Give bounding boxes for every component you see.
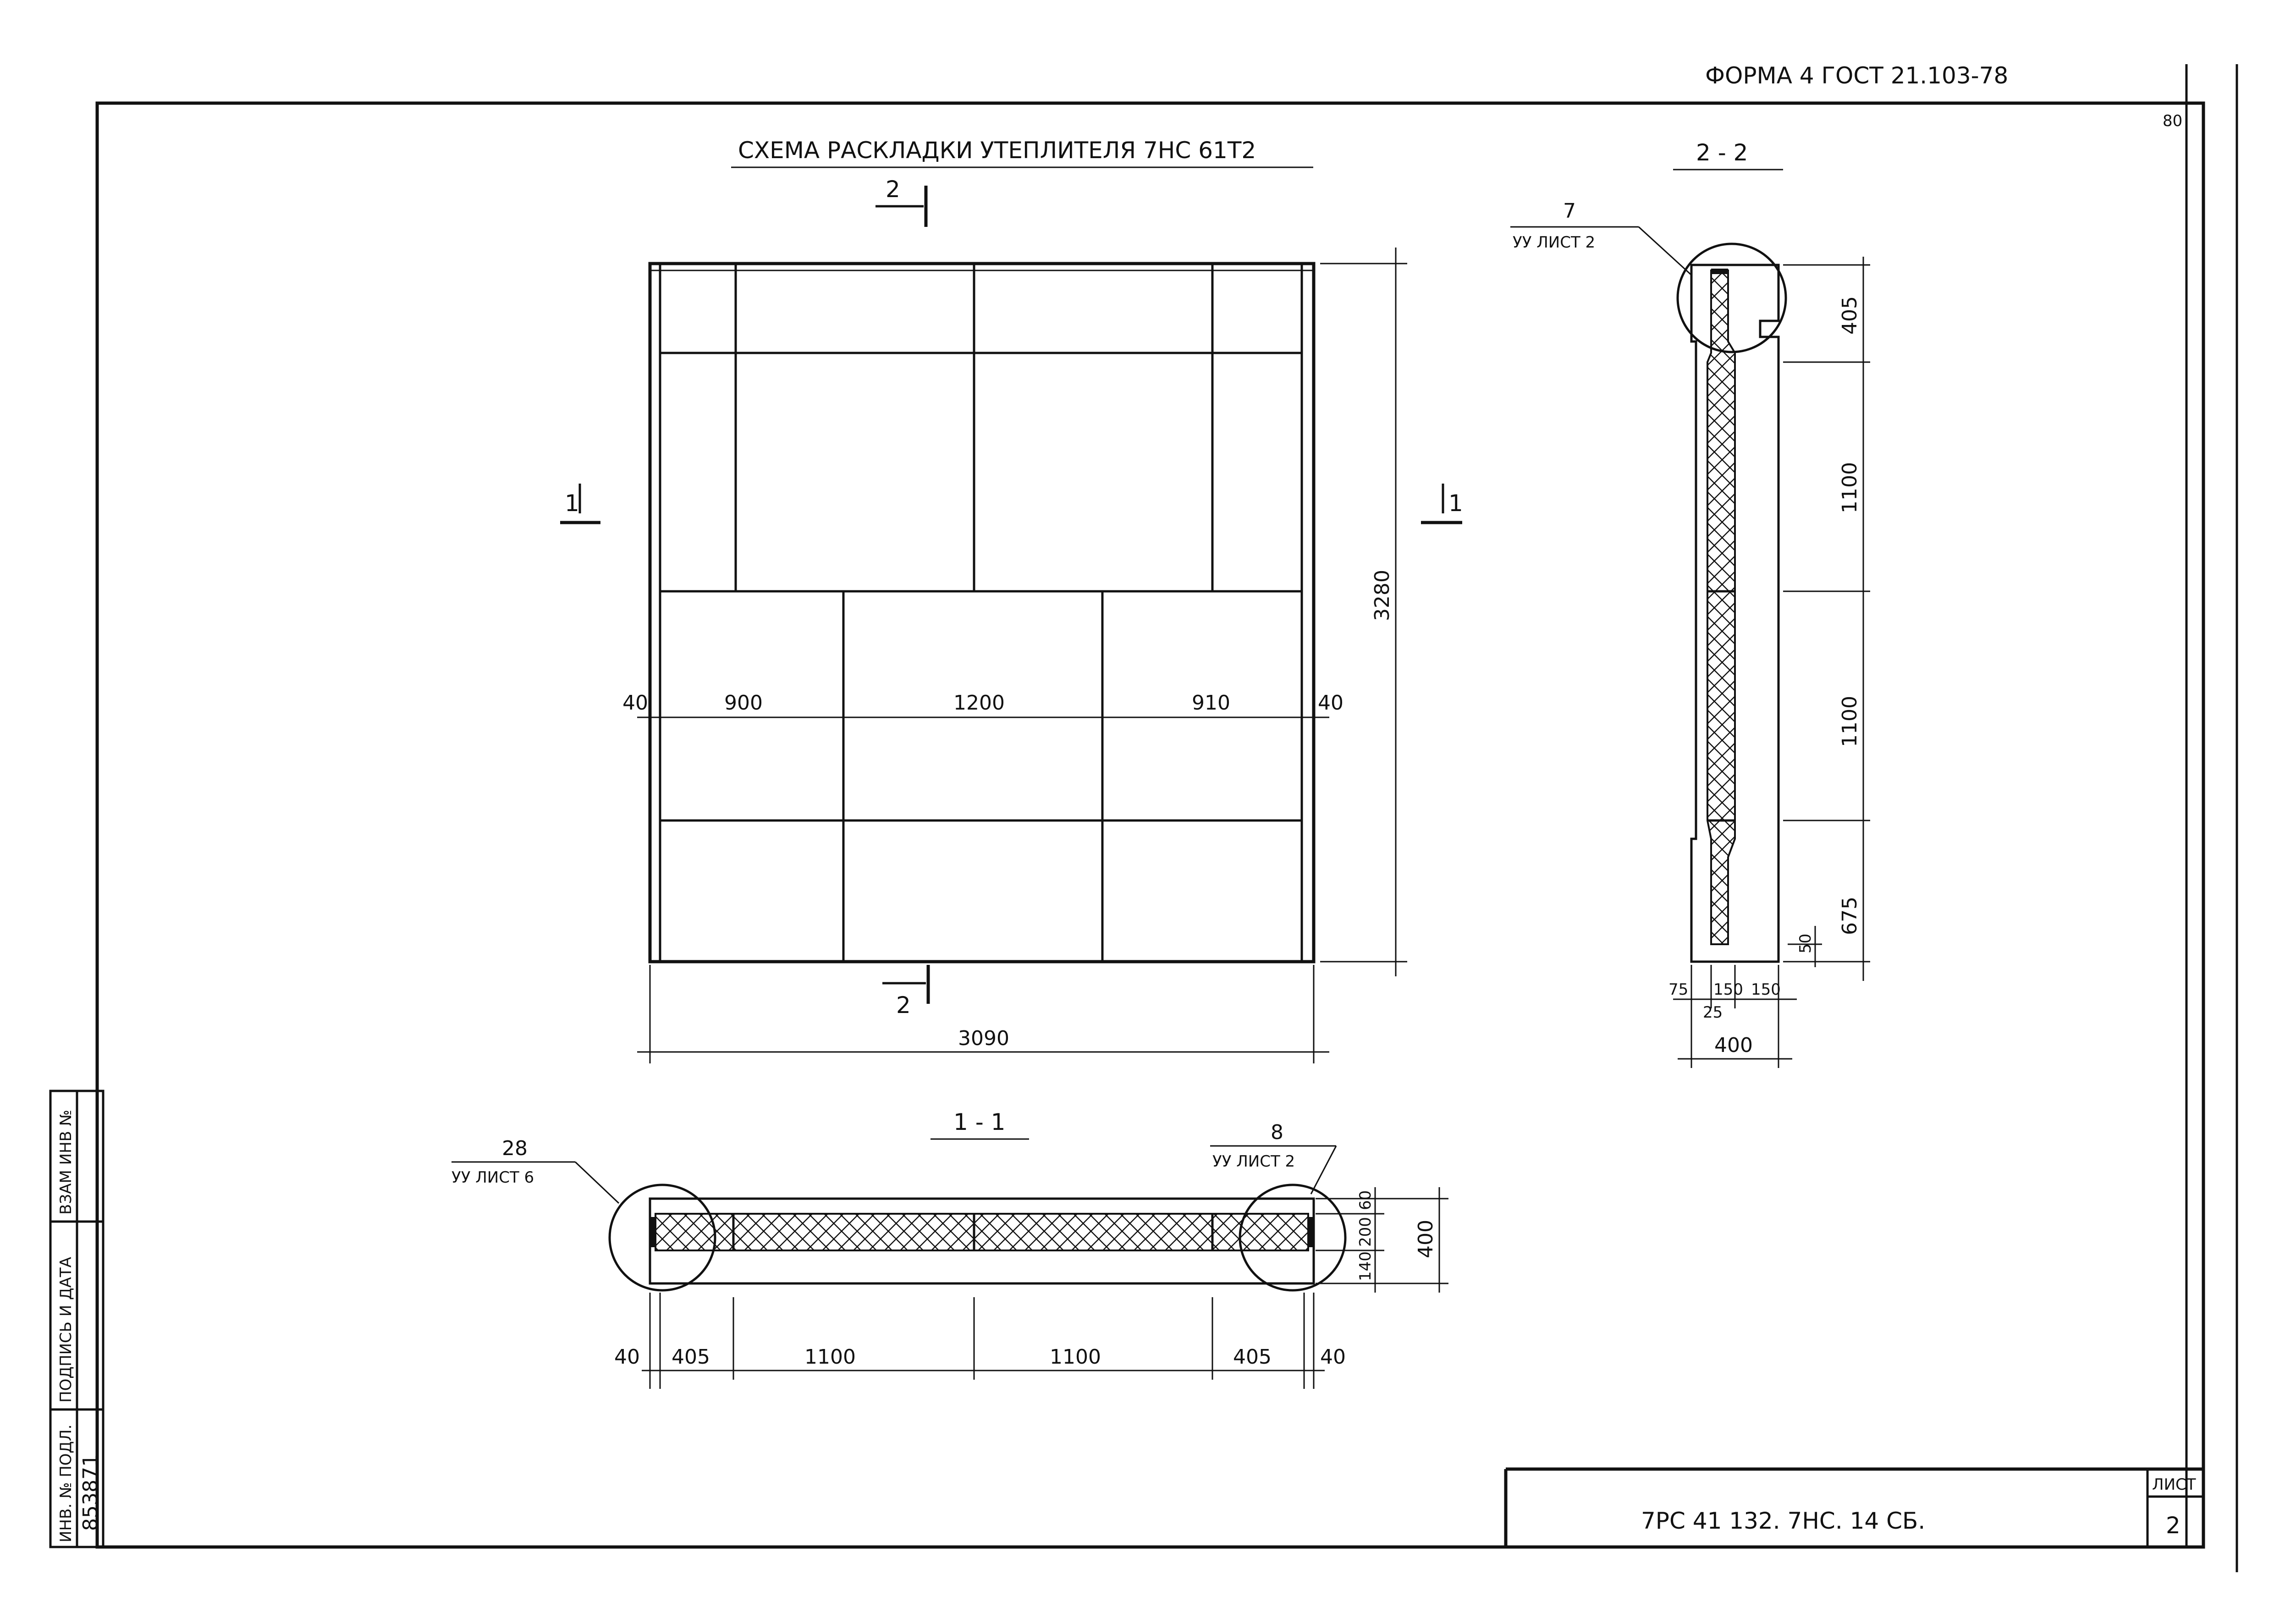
sheet-frame: [95, 64, 2238, 1572]
section-2-2-title: 2 - 2: [1696, 139, 1748, 166]
plan-dim-3280: 3280: [1371, 570, 1394, 621]
callout-7-num: 7: [1563, 199, 1576, 223]
s22-dim-150b: 150: [1751, 980, 1781, 999]
sheet-label: ЛИСТ: [2152, 1475, 2196, 1494]
plan-dim-left-40: 40: [622, 691, 648, 715]
s11-dim-right-40: 40: [1320, 1345, 1346, 1369]
s22-dim-1100a: 1100: [1838, 462, 1861, 513]
s11-dim-405b: 405: [1233, 1345, 1272, 1369]
callout-8-ref: УУ ЛИСТ 2: [1212, 1152, 1295, 1171]
stamp-inv-original: ИНВ. № ПОДЛ.: [57, 1425, 75, 1542]
stamp-signature-date: ПОДПИСЬ И ДАТА: [57, 1257, 75, 1403]
callout-28-num: 28: [502, 1137, 528, 1160]
plan-dim-1200: 1200: [953, 691, 1005, 715]
drawing-designation: 7РС 41 132. 7НС. 14 СБ.: [1641, 1508, 1925, 1534]
form-label: ФОРМА 4 ГОСТ 21.103-78: [1705, 62, 2008, 89]
s11-dim-60: 60: [1356, 1190, 1375, 1210]
section-1-1: 1 - 1 28 УУ ЛИСТ 6 8 УУ ЛИСТ 2 40: [451, 1109, 1448, 1389]
section-mark-1-left: 1: [565, 490, 579, 517]
stamp-inv-number: 853871: [79, 1454, 102, 1531]
side-stamp: ВЗАМ ИНВ № ПОДПИСЬ И ДАТА ИНВ. № ПОДЛ. 8…: [49, 1090, 105, 1548]
callout-8-num: 8: [1271, 1121, 1283, 1144]
s11-dim-left-40: 40: [614, 1345, 640, 1369]
section-1-1-title: 1 - 1: [953, 1109, 1005, 1135]
s22-dim-25: 25: [1703, 1003, 1723, 1022]
callout-7-ref: УУ ЛИСТ 2: [1513, 233, 1595, 252]
s22-dim-405: 405: [1838, 296, 1861, 335]
sheet-number: 2: [2166, 1512, 2180, 1539]
s22-dim-150a: 150: [1713, 980, 1743, 999]
plan-dim-3090: 3090: [958, 1027, 1009, 1050]
section-2-2: 2 - 2 7 УУ ЛИСТ 2 405 1100 1100 675 50: [1510, 139, 1870, 1068]
s22-dim-75: 75: [1668, 980, 1688, 999]
plan-dim-910: 910: [1192, 691, 1230, 715]
s11-dim-405a: 405: [672, 1345, 710, 1369]
section-mark-2-top: 2: [886, 176, 900, 203]
plan-title: СХЕМА РАСКЛАДКИ УТЕПЛИТЕЛЯ 7НС 61Т2: [738, 137, 1256, 164]
s22-dim-675: 675: [1838, 897, 1861, 935]
s11-dim-400: 400: [1414, 1220, 1437, 1258]
s11-dim-1100b: 1100: [1050, 1345, 1101, 1369]
s22-dim-400: 400: [1714, 1034, 1753, 1057]
s11-dim-200: 200: [1356, 1217, 1375, 1247]
section-mark-2-bottom: 2: [896, 992, 911, 1018]
callout-28-ref: УУ ЛИСТ 6: [451, 1168, 534, 1187]
s11-dim-1100a: 1100: [804, 1345, 856, 1369]
s22-dim-1100b: 1100: [1838, 696, 1861, 747]
plan-dim-right-40: 40: [1318, 691, 1343, 715]
section-mark-1-right: 1: [1448, 490, 1463, 517]
s22-dim-50: 50: [1796, 934, 1815, 953]
page-number: 80: [2163, 112, 2182, 130]
stamp-replace-inv: ВЗАМ ИНВ №: [57, 1110, 75, 1215]
title-block: 7РС 41 132. 7НС. 14 СБ. ЛИСТ 2: [1504, 1467, 2203, 1547]
plan-dim-900: 900: [724, 691, 763, 715]
s11-dim-140: 140: [1356, 1251, 1375, 1281]
plan-view: СХЕМА РАСКЛАДКИ УТЕПЛИТЕЛЯ 7НС 61Т2 40 9…: [560, 137, 1463, 1063]
